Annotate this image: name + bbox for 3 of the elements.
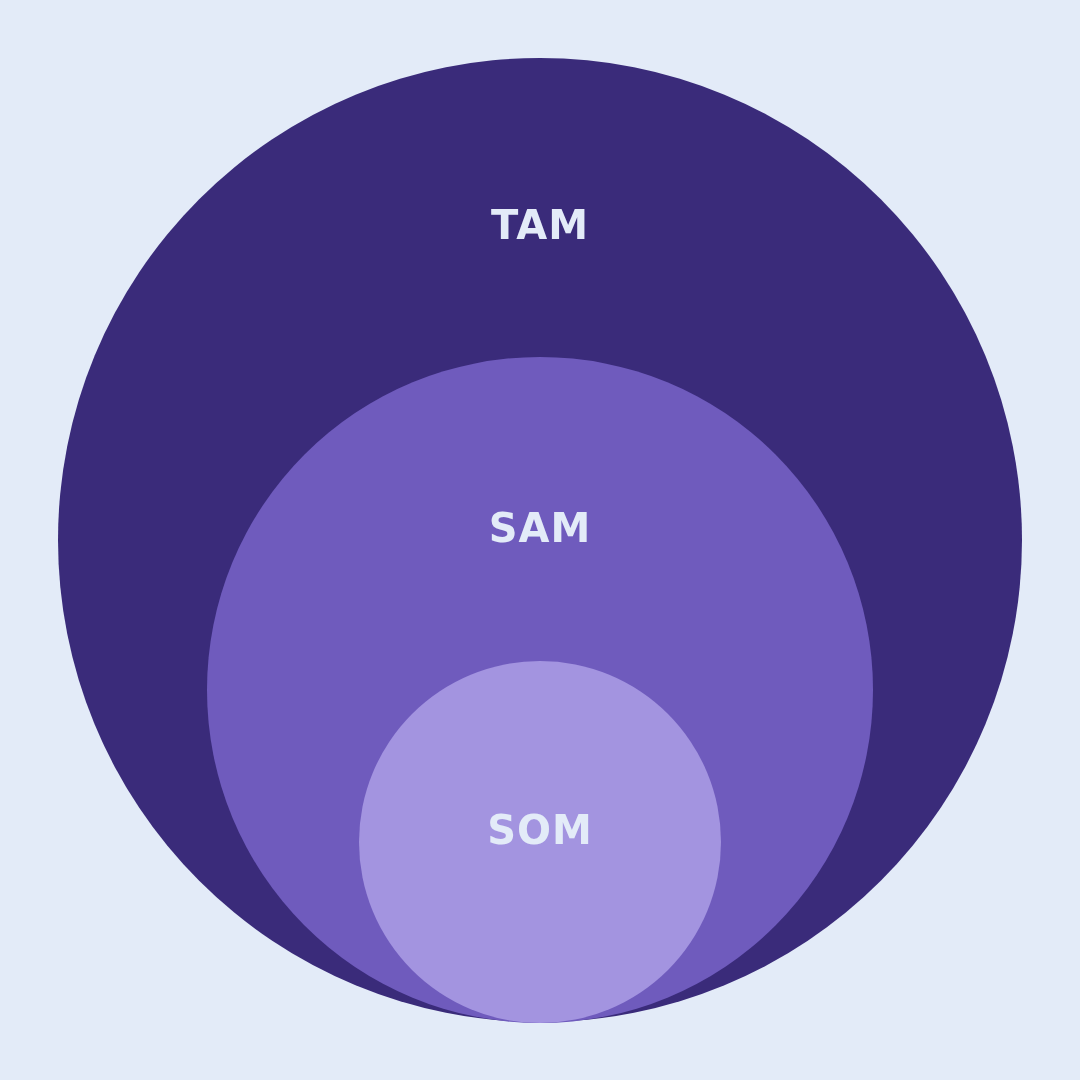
circle-label: TAM xyxy=(491,201,589,249)
circle-label: SAM xyxy=(488,504,592,552)
circle-label: SOM xyxy=(487,806,593,854)
